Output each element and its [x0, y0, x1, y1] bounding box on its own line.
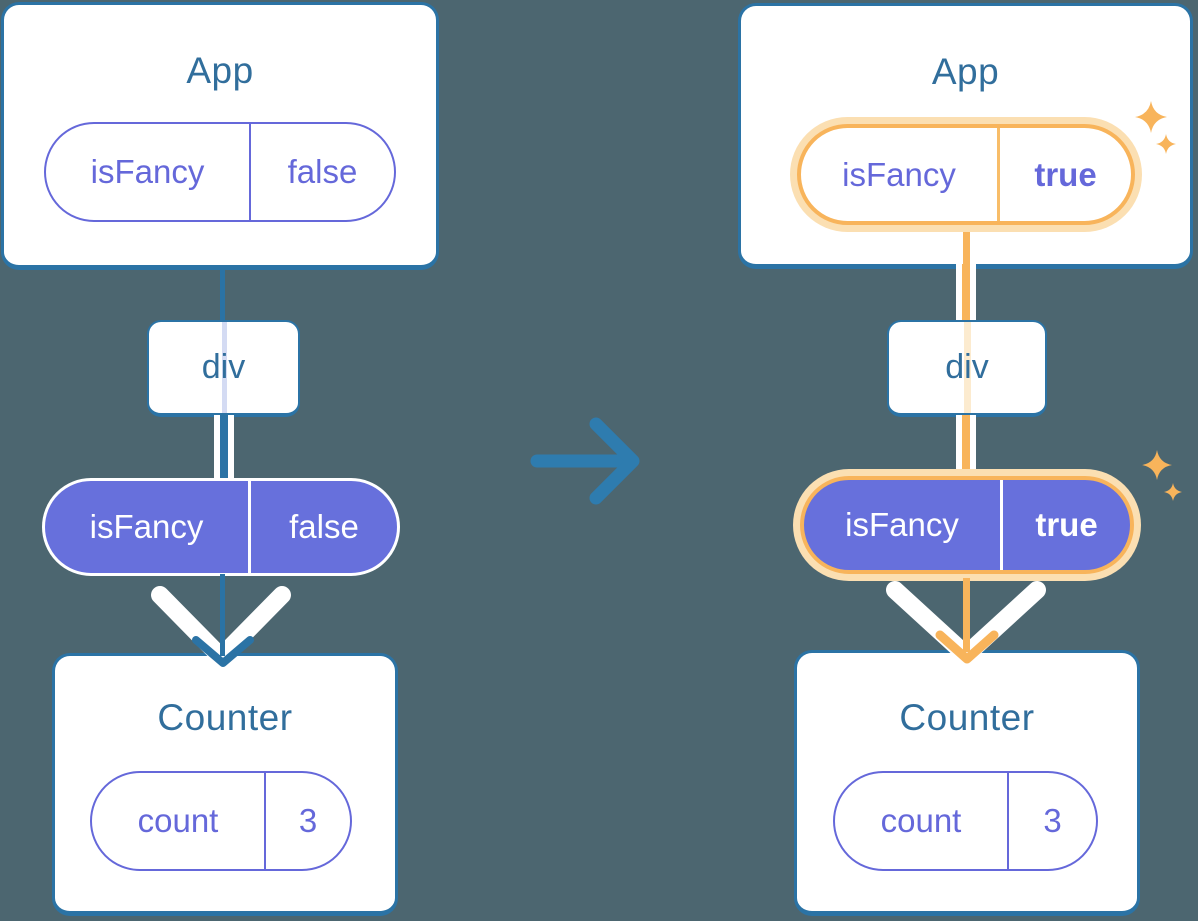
sparkles-icon — [1135, 101, 1176, 154]
state-value-cell: 3 — [1007, 773, 1096, 869]
prop-line-through-div — [964, 322, 971, 413]
prop-flow-line — [963, 228, 970, 268]
props-pipe — [214, 415, 234, 481]
flow-prop-pill-highlighted: isFancy true — [800, 476, 1134, 574]
prop-value-cell: true — [1000, 480, 1130, 570]
sparkles-icon — [1142, 450, 1182, 501]
transition-arrow-icon — [530, 417, 640, 505]
flow-prop-pill: isFancy false — [42, 478, 400, 576]
div-box: div — [147, 320, 300, 417]
arrowhead-icon — [935, 630, 999, 664]
prop-name-cell: isFancy — [89, 508, 204, 545]
prop-name-cell: isFancy — [90, 153, 205, 190]
div-label: div — [201, 348, 246, 386]
prop-value-cell: false — [248, 481, 397, 573]
prop-line-through-div — [221, 322, 227, 413]
prop-pill-app: isFancy false — [44, 122, 396, 222]
state-name-cell: count — [880, 802, 962, 839]
prop-value-cell: true — [997, 128, 1131, 221]
app-title: App — [931, 51, 1000, 92]
state-name-cell: count — [137, 802, 219, 839]
arrowhead-icon — [192, 636, 254, 667]
div-box: div — [887, 320, 1047, 417]
props-pipe — [956, 264, 976, 324]
prop-name-cell: isFancy — [842, 155, 956, 193]
counter-title: Counter — [157, 697, 293, 738]
state-pill: count 3 — [90, 771, 352, 871]
app-title: App — [186, 50, 254, 91]
state-pill: count 3 — [833, 771, 1098, 871]
tree-edge-app-div — [220, 266, 225, 326]
state-value-cell: 3 — [264, 773, 350, 869]
props-pipe — [956, 415, 976, 471]
props-arrow-shaft — [963, 578, 970, 652]
props-arrow-shaft — [220, 574, 225, 656]
prop-pill-app-highlighted: isFancy true — [797, 124, 1135, 225]
counter-title: Counter — [899, 697, 1035, 738]
prop-value-cell: false — [249, 124, 394, 220]
prop-name-cell: isFancy — [845, 506, 959, 543]
div-label: div — [945, 348, 989, 386]
